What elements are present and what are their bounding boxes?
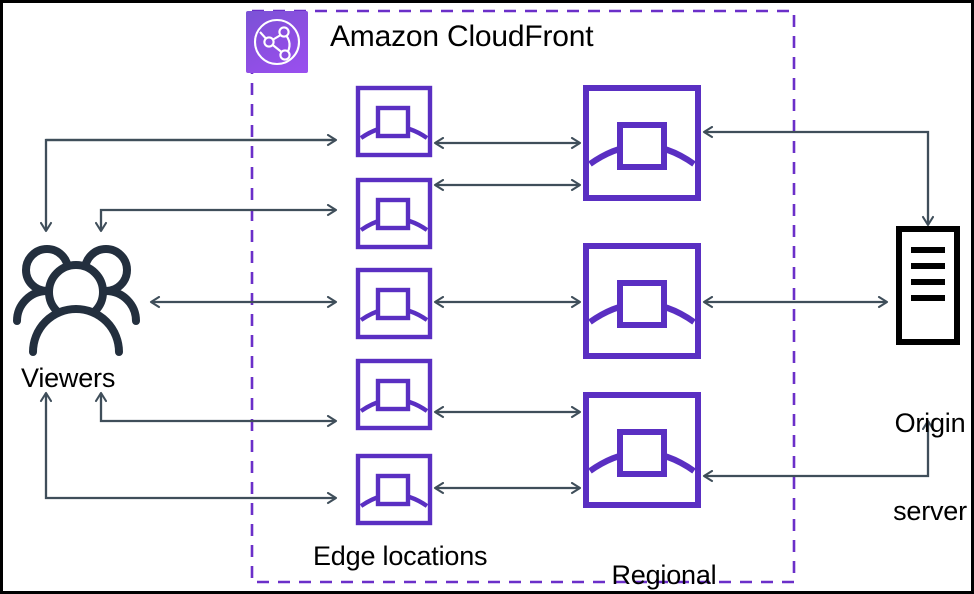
server-icon xyxy=(896,226,960,345)
cloudfront-title: Amazon CloudFront xyxy=(330,20,594,53)
connection-viewer-edge-1 xyxy=(46,140,336,231)
connection-viewer-edge-4 xyxy=(101,393,336,421)
regional-edge-caches-label: Regional edge caches xyxy=(584,505,744,591)
diagram-canvas xyxy=(13,9,960,584)
users-group-icon xyxy=(13,245,140,356)
origin-server-label: Origin server xyxy=(887,351,971,584)
edge-location-4 xyxy=(355,358,433,431)
edge-location-5 xyxy=(355,453,433,526)
regional-edge-cache-2 xyxy=(583,243,701,359)
origin-server-label-line2: server xyxy=(893,495,967,526)
connection-viewer-edge-5 xyxy=(46,393,336,498)
connection-viewer-edge-2 xyxy=(101,210,336,231)
regional-edge-cache-1 xyxy=(583,85,701,201)
cloudfront-globe-icon xyxy=(253,18,301,66)
edge-location-2 xyxy=(355,177,433,250)
viewers-label: Viewers xyxy=(21,363,116,393)
origin-server-label-line1: Origin xyxy=(894,408,966,439)
edge-location-3 xyxy=(355,267,433,340)
regional-edge-cache-3 xyxy=(583,392,701,508)
connection-rec-origin-1 xyxy=(704,132,928,225)
regional-edge-caches-label-line1: Regional xyxy=(611,560,717,591)
connection-rec-origin-3 xyxy=(704,421,928,476)
edge-locations-label: Edge locations xyxy=(313,541,488,571)
cloudfront-logo xyxy=(246,11,308,73)
cloudfront-boundary xyxy=(250,9,796,584)
edge-location-1 xyxy=(355,85,433,158)
